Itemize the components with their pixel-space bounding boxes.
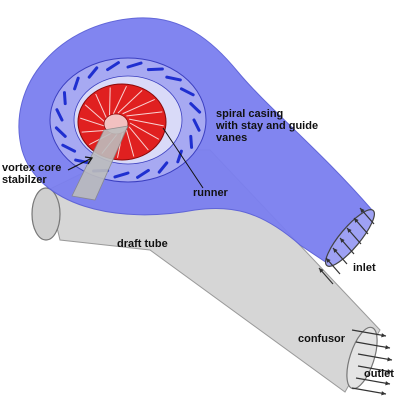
guide-vane	[126, 61, 143, 69]
runner-blade	[112, 85, 127, 114]
inlet-label: inlet	[353, 262, 376, 274]
vortex-pointer-arrowhead	[84, 156, 94, 165]
outlet-arrow-head	[381, 333, 386, 338]
runner-blade	[80, 117, 108, 128]
runner-blade	[129, 122, 160, 140]
runner-pointer-line	[162, 127, 204, 189]
inlet-flow-arrows	[318, 207, 375, 285]
guide-vane	[87, 66, 99, 79]
outlet-arrow-head	[385, 345, 390, 350]
outlet-arrow	[357, 353, 393, 361]
runner-blade	[122, 98, 155, 115]
runner-label: runner	[193, 187, 228, 199]
inlet-arrow-head	[333, 248, 338, 253]
guide-vane	[113, 171, 130, 179]
inlet-arrow-head	[360, 208, 365, 213]
guide-vane	[62, 91, 67, 106]
outlet-arrow	[351, 329, 387, 337]
runner-blade	[128, 126, 149, 151]
vortex-core-stabilizer	[71, 125, 129, 201]
guide-vane	[73, 76, 80, 91]
outlet-arrow-head	[387, 369, 392, 374]
inlet-arrow-head	[326, 258, 331, 263]
guide-vane	[146, 67, 164, 72]
guide-vane	[157, 161, 169, 174]
outlet-arrow-head	[381, 391, 386, 396]
outlet-flow-arrows	[351, 329, 393, 396]
guide-vane	[136, 168, 150, 179]
guide-vane	[54, 126, 67, 138]
runner-blade	[95, 93, 108, 120]
inlet-arrow-head	[319, 268, 324, 273]
outlet-arrow	[357, 365, 393, 373]
outlet-arrow	[351, 387, 387, 395]
runner-blade	[109, 87, 111, 116]
outlet-arrow	[355, 377, 391, 385]
confusor-label: confusor	[298, 333, 346, 345]
guide-vane	[189, 134, 194, 149]
guide-vane	[179, 87, 195, 97]
runner	[77, 83, 167, 161]
runner-blade	[126, 129, 135, 157]
draft-tube-label: draft tube	[117, 238, 168, 250]
runner-blade	[117, 90, 143, 114]
vortex-core-label: vortex core stabilzer	[2, 162, 62, 186]
guide-vane	[106, 61, 120, 72]
guide-vane	[55, 108, 64, 122]
inlet-arrow-head	[340, 238, 345, 243]
inlet-arrow-head	[354, 218, 359, 223]
guide-vane	[176, 149, 183, 164]
guide-vane	[189, 102, 202, 114]
runner-blade	[84, 104, 107, 124]
guide-vane	[165, 75, 182, 82]
runner-blade	[126, 111, 163, 117]
spiral-casing-label: spiral casing with stay and guide vanes	[216, 108, 319, 144]
outlet-label: outlet	[364, 368, 394, 380]
outlet-arrow-head	[387, 357, 392, 362]
runner-blade	[128, 118, 164, 127]
inlet-arrow-head	[347, 228, 352, 233]
guide-vane	[74, 158, 91, 165]
draft-tube-bend-end	[31, 187, 61, 241]
guide-vane	[61, 143, 77, 153]
outlet-arrow	[355, 341, 391, 349]
guide-vane	[192, 118, 201, 132]
outlet-arrow-head	[385, 381, 390, 386]
inlet-ring	[325, 209, 375, 267]
vortex-pointer-line	[67, 157, 93, 171]
